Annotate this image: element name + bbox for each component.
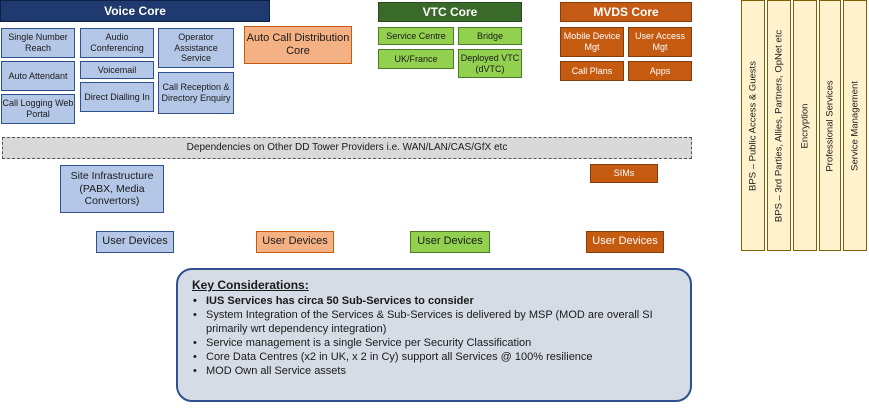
column-label: BPS – Public Access & Guests (747, 60, 759, 191)
apps-box: Apps (628, 61, 692, 81)
column-label: Professional Services (824, 79, 836, 172)
operator-assistance-box: Operator Assistance Service (158, 28, 234, 68)
voice-core-header: Voice Core (0, 0, 270, 22)
list-item: Core Data Centres (x2 in UK, x 2 in Cy) … (193, 350, 678, 364)
list-item: Service management is a single Service p… (193, 336, 678, 350)
call-reception-box: Call Reception & Directory Enquiry (158, 72, 234, 114)
service-centre-box: Service Centre (378, 27, 454, 45)
direct-dialling-box: Direct Dialling In (80, 82, 154, 112)
vtc-core-header: VTC Core (378, 2, 522, 22)
column-label: Encryption (799, 103, 811, 148)
call-plans-box: Call Plans (560, 61, 624, 81)
key-considerations-list: IUS Services has circa 50 Sub-Services t… (190, 294, 678, 379)
acd-user-devices: User Devices (256, 231, 334, 253)
key-considerations-title: Key Considerations: (192, 278, 309, 292)
user-access-mgt-box: User Access Mgt (628, 27, 692, 57)
column-label: BPS – 3rd Parties, Allies, Partners, OpN… (773, 29, 785, 222)
audio-conferencing-box: Audio Conferencing (80, 28, 154, 58)
uk-france-box: UK/France (378, 49, 454, 69)
column-label: Service Management (849, 80, 861, 171)
key-considerations-panel: Key Considerations: IUS Services has cir… (176, 268, 692, 402)
list-item: System Integration of the Services & Sub… (193, 308, 678, 336)
dependencies-bar: Dependencies on Other DD Tower Providers… (2, 137, 692, 159)
column-service-management: Service Management (843, 0, 867, 251)
column-encryption: Encryption (793, 0, 817, 251)
bridge-box: Bridge (458, 27, 522, 45)
single-number-reach-box: Single Number Reach (1, 28, 75, 58)
voicemail-box: Voicemail (80, 61, 154, 79)
auto-call-distribution-box: Auto Call Distribution Core (244, 26, 352, 64)
mobile-device-mgt-box: Mobile Device Mgt (560, 27, 624, 57)
column-professional-services: Professional Services (819, 0, 841, 251)
auto-attendant-box: Auto Attendant (1, 61, 75, 91)
site-infrastructure-box: Site Infrastructure (PABX, Media Convert… (60, 165, 164, 213)
vtc-user-devices: User Devices (410, 231, 490, 253)
call-logging-box: Call Logging Web Portal (1, 94, 75, 124)
list-item: IUS Services has circa 50 Sub-Services t… (193, 294, 678, 308)
sims-box: SIMs (590, 164, 658, 183)
list-item: MOD Own all Service assets (193, 364, 678, 378)
deployed-vtc-box: Deployed VTC (dVTC) (458, 49, 522, 78)
mvds-user-devices: User Devices (586, 231, 664, 253)
column-bps-public-access: BPS – Public Access & Guests (741, 0, 765, 251)
column-bps-third-parties: BPS – 3rd Parties, Allies, Partners, OpN… (767, 0, 791, 251)
voice-user-devices: User Devices (96, 231, 174, 253)
mvds-core-header: MVDS Core (560, 2, 692, 22)
